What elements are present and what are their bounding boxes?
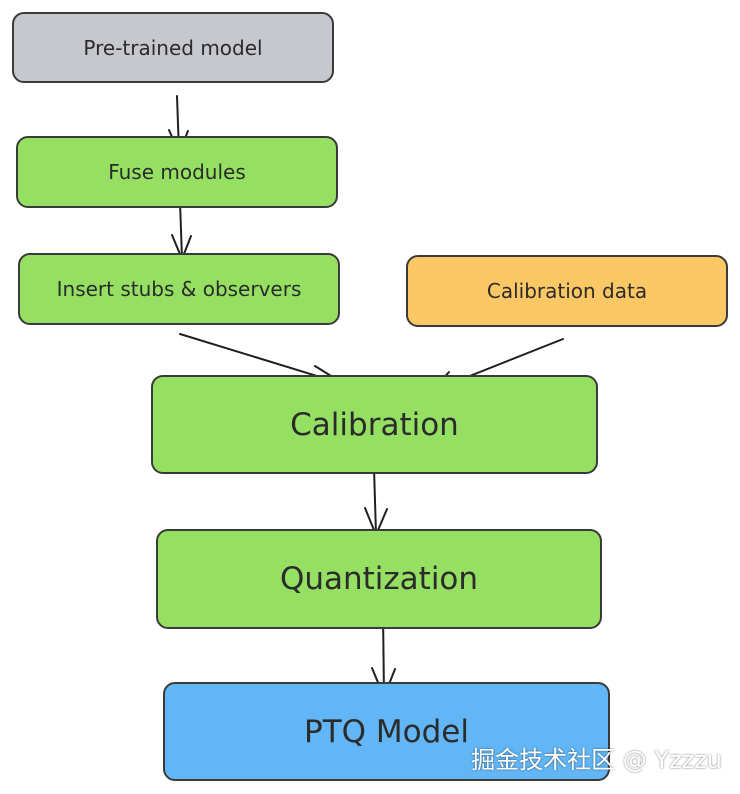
arrow-fuse-to-insert [171, 201, 192, 260]
node-quantization-label: Quantization [279, 561, 479, 597]
node-fuse-modules: Fuse modules [16, 136, 338, 208]
node-pretrained-model-label: Pre-trained model [83, 35, 263, 60]
node-insert-stubs-observers: Insert stubs & observers [18, 253, 340, 325]
node-ptq-model: PTQ Model [163, 682, 610, 781]
node-quantization: Quantization [156, 529, 602, 629]
node-insert-stubs-observers-label: Insert stubs & observers [56, 277, 302, 301]
node-calibration: Calibration [151, 375, 598, 474]
arrow-calibration-to-quantization [364, 467, 388, 536]
node-calibration-data-label: Calibration data [486, 279, 648, 303]
node-pretrained-model: Pre-trained model [12, 12, 334, 83]
watermark: 掘金技术社区 @ Yzzzu [471, 746, 722, 774]
node-calibration-label: Calibration [290, 406, 459, 443]
node-calibration-data: Calibration data [406, 255, 728, 327]
node-fuse-modules-label: Fuse modules [108, 160, 246, 184]
node-ptq-model-label: PTQ Model [304, 713, 469, 750]
